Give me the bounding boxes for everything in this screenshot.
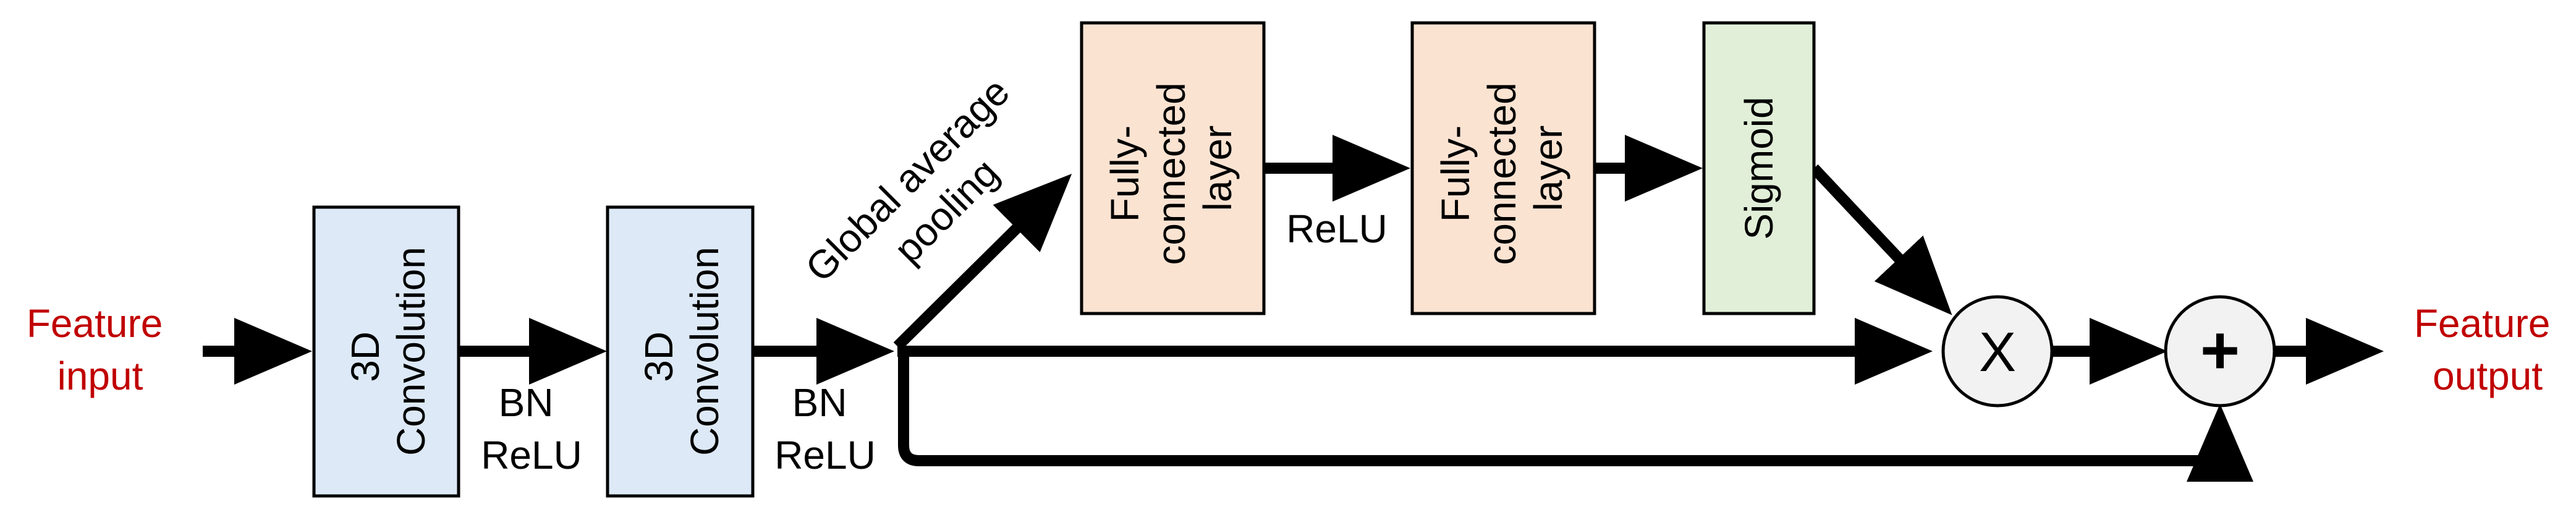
- feature-input-label: Feature input: [27, 301, 174, 398]
- arrow-gap-to-fc1: [893, 174, 1072, 351]
- sigmoid-label: Sigmoid: [1737, 96, 1781, 239]
- fc1-box: [1080, 21, 1266, 315]
- bn-relu-label-2: BN ReLU: [774, 380, 876, 477]
- arrow-sigmoid-to-multiply: [1810, 164, 1952, 315]
- skip-connection-arrow: [898, 354, 2253, 482]
- multiply-node: [1941, 295, 2054, 408]
- relu-label: ReLU: [1286, 207, 1388, 251]
- add-node: [2164, 295, 2276, 408]
- fc2-label: Fully- connected layer: [1433, 71, 1570, 265]
- multiply-symbol: X: [1979, 322, 2016, 383]
- feature-output-label: Feature output: [2414, 301, 2561, 398]
- sigmoid-box: [1702, 21, 1816, 315]
- bn-relu-label-1: BN ReLU: [481, 380, 582, 477]
- conv2-box: [606, 205, 755, 498]
- conv1-label: 3D Convolution: [343, 247, 433, 456]
- conv2-label: 3D Convolution: [637, 247, 727, 456]
- fc2-box: [1410, 21, 1596, 315]
- global-average-pooling-label: Global average pooling: [797, 61, 1061, 325]
- fc1-label: Fully- connected layer: [1103, 71, 1240, 265]
- add-symbol: +: [2200, 312, 2240, 388]
- conv1-box: [312, 205, 460, 498]
